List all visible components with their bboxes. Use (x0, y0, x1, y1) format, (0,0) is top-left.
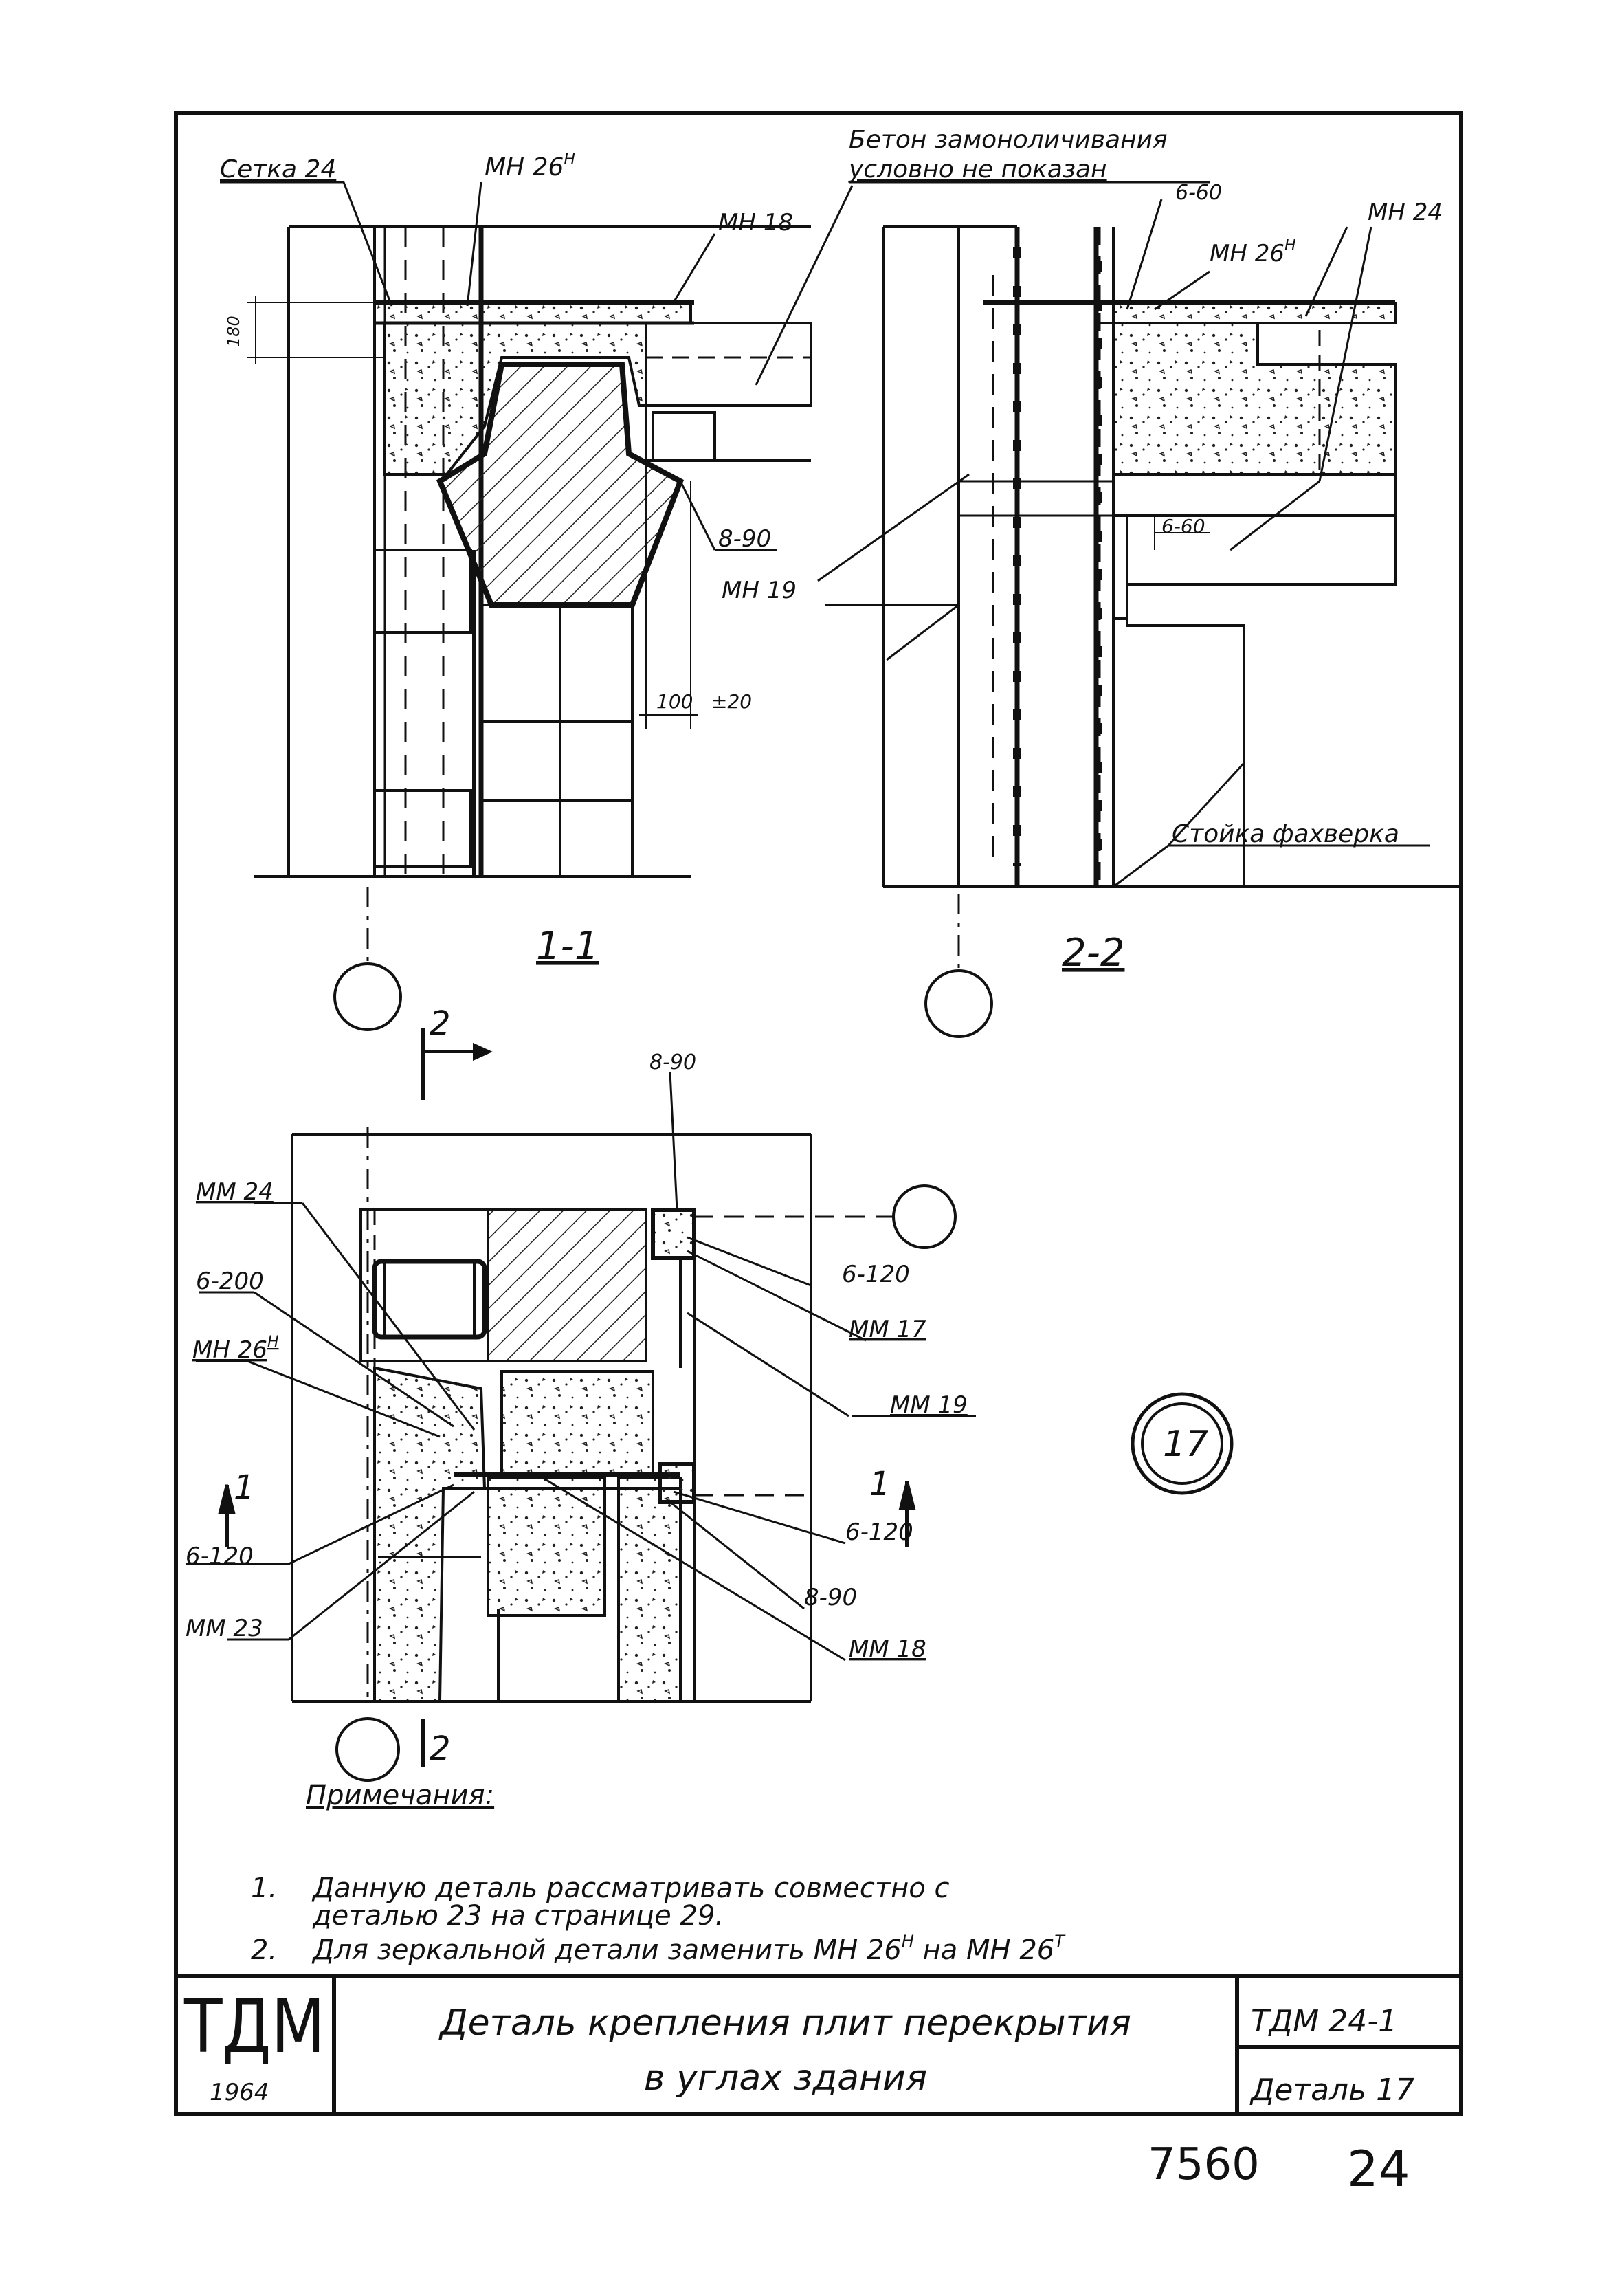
page-number-right: 24 (1347, 2140, 1410, 2198)
axis-circle-1-1 (333, 962, 402, 1031)
plan-drawing (186, 1028, 976, 1767)
label-section-2-2: 2-2 (1062, 931, 1124, 975)
label-dim-180: 180 (224, 316, 243, 347)
label-dim-pm20: ±20 (711, 690, 752, 713)
label-stoyka: Стойка фахверка (1172, 820, 1399, 848)
label-b90-left: 8-90 (718, 525, 771, 553)
label-mn26n-top: МН 26Н (485, 151, 575, 181)
label-b200-plan: 6-200 (196, 1268, 264, 1295)
stamp-title-line-2: в углах здания (644, 2057, 927, 2099)
detail-number-circle-inner (1141, 1402, 1223, 1485)
label-cut2-bottom: 2 (430, 1730, 451, 1768)
label-b90-plan: 8-90 (649, 1050, 696, 1074)
label-mn24-right: МН 24 (1368, 199, 1443, 226)
axis-circle-plan-bottom (335, 1717, 400, 1782)
notes-heading: Примечания: (306, 1780, 494, 1811)
label-mn26n-plan: МН 26Н (192, 1334, 279, 1364)
label-mn19-left: МН 19 (722, 577, 797, 604)
label-mm23-plan: ММ 23 (186, 1615, 263, 1642)
note-1-number: 1. (251, 1873, 277, 1904)
label-b90-plan-r: 8-90 (804, 1584, 857, 1611)
stamp-year: 1964 (210, 2079, 269, 2106)
label-detail-no: 17 (1163, 1424, 1208, 1465)
stamp-detail: Деталь 17 (1249, 2073, 1414, 2108)
axis-circle-plan-right (892, 1184, 957, 1249)
label-concrete-note-1: Бетон замоноличивания (849, 126, 1168, 154)
label-mm17-plan: ММ 17 (849, 1316, 926, 1343)
stamp-logo: ТДМ (183, 1984, 325, 2070)
label-b60-mid: 6-60 (1161, 515, 1205, 538)
section-2-2-drawing (825, 199, 1460, 969)
label-mm18-plan: ММ 18 (849, 1635, 926, 1663)
note-1-line-2: деталью 23 на странице 29. (312, 1900, 724, 1932)
label-mm24-plan: ММ 24 (196, 1178, 274, 1206)
section-1-1-drawing (220, 181, 1210, 962)
label-mn18-top: МН 18 (718, 209, 793, 236)
axis-circle-2-2 (924, 969, 993, 1038)
label-cut1-left: 1 (234, 1468, 255, 1507)
label-section-1-1: 1-1 (536, 924, 599, 969)
note-2: 2.Для зеркальной детали заменить МН 26Н … (251, 1932, 1066, 1966)
title-block (176, 1974, 1461, 2114)
label-b120-plan-r2: 6-120 (845, 1519, 913, 1546)
label-mn26n-right: МН 26Н (1210, 237, 1296, 267)
label-concrete-note-2: условно не показан (848, 155, 1107, 184)
label-cut1-right: 1 (869, 1465, 891, 1503)
detail-number-circle-outer (1131, 1392, 1234, 1495)
label-b120-plan-l: 6-120 (186, 1543, 254, 1570)
sheet-border (174, 111, 1463, 2116)
page-number-left: 7560 (1148, 2139, 1260, 2190)
stamp-title-line-1: Деталь крепления плит перекрытия (438, 2002, 1131, 2044)
label-b120-plan-r1: 6-120 (842, 1261, 910, 1288)
note-1-line-1: Данную деталь рассматривать совместно с (311, 1873, 949, 1904)
label-setka-24: Сетка 24 (220, 155, 336, 184)
label-mm19-plan: ММ 19 (890, 1391, 968, 1419)
stamp-code: ТДМ 24-1 (1251, 2004, 1397, 2039)
label-dim-100: 100 (656, 690, 693, 713)
label-cut2-top: 2 (430, 1004, 451, 1043)
label-b60-top: 6-60 (1175, 181, 1222, 205)
